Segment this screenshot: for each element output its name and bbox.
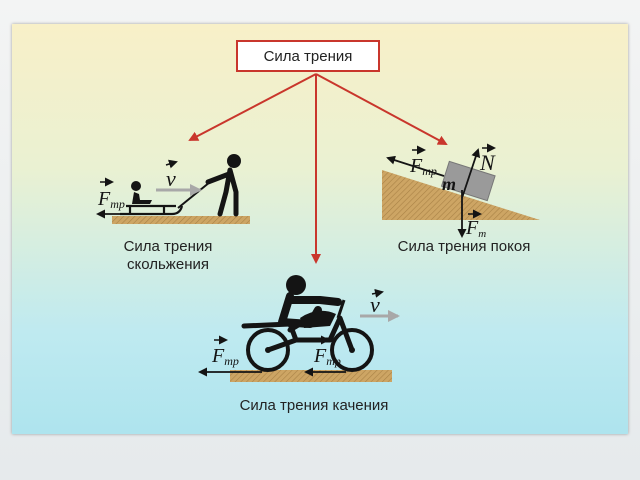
- person-body: [205, 167, 239, 217]
- static-scene: m Fтр N Fт: [382, 143, 540, 240]
- sliding-label-line2: скольжения: [127, 256, 209, 273]
- rolling-friction-label: Сила трения качения: [239, 397, 389, 414]
- sliding-friction-label: Сила трения скольжения: [104, 238, 232, 274]
- moto-v-vector-bar: [371, 288, 384, 298]
- normal-force-arrow: [461, 148, 481, 199]
- sled: [120, 204, 184, 216]
- moto-v-symbol: v: [370, 292, 380, 317]
- arrow-to-static: [315, 73, 448, 145]
- sled-v-symbol: v: [166, 166, 176, 191]
- moto-rear-F-symbol: Fтр: [211, 345, 239, 368]
- person-head: [227, 154, 241, 168]
- rear-wheel: [246, 328, 290, 372]
- title-text: Сила трения: [263, 47, 353, 65]
- arrow-to-sliding: [188, 73, 317, 141]
- sliding-ground: [112, 216, 250, 224]
- handlebar: [336, 299, 346, 319]
- sled-v-vector-bar: [165, 159, 178, 169]
- static-friction-arrow: [386, 155, 445, 177]
- static-friction-label: Сила трения покоя: [397, 238, 531, 255]
- sled-F-symbol: Fтр: [97, 188, 125, 211]
- sled-handle: [177, 181, 211, 209]
- moto-front-F-symbol: Fтр: [313, 345, 341, 368]
- static-F-symbol: Fтр: [409, 155, 437, 178]
- gravity-symbol: Fт: [465, 217, 486, 240]
- rider-body: [278, 292, 342, 328]
- mass-symbol: m: [442, 174, 456, 194]
- rolling-scene: v Fтр Fтр: [198, 275, 400, 382]
- sliding-label-line1: Сила трения: [123, 238, 213, 255]
- rider-head: [286, 275, 306, 295]
- title-box: Сила трения: [236, 40, 380, 72]
- N-symbol: N: [479, 150, 496, 175]
- connector-arrows: [188, 73, 448, 264]
- incline: [382, 170, 540, 220]
- child-body: [132, 192, 152, 204]
- sliding-scene: v Fтр: [96, 154, 250, 224]
- diagram-panel: [12, 24, 628, 434]
- child-head: [131, 181, 141, 191]
- front-wheel: [330, 328, 374, 372]
